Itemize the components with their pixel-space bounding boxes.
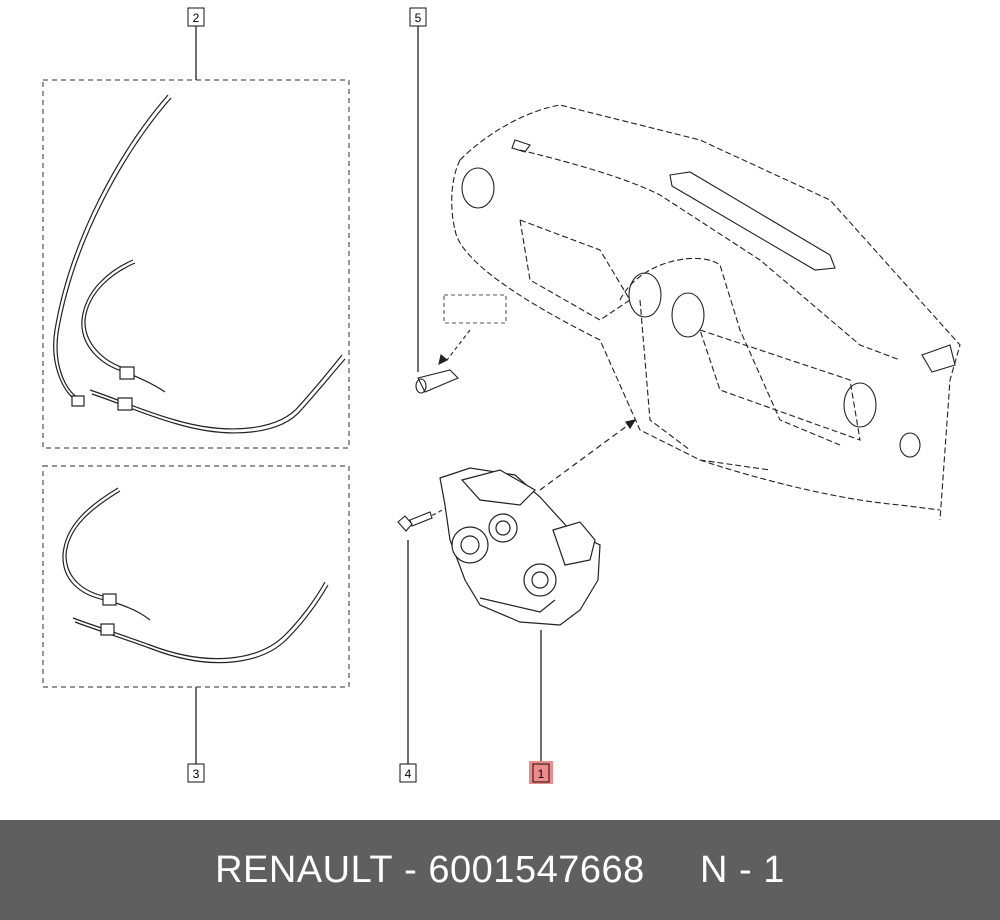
part-number: 6001547668 <box>428 848 645 891</box>
heater-control-panel <box>439 419 637 626</box>
callout-2: 2 <box>187 7 205 27</box>
part-info-footer: RENAULT - 6001547668 N - 1 <box>0 820 1000 920</box>
cable-sweep <box>89 354 343 430</box>
position-code: N - 1 <box>700 848 785 891</box>
callout-3-label: 3 <box>193 767 200 781</box>
leader-lines <box>195 26 542 764</box>
cable-short <box>81 259 166 393</box>
callout-1-highlighted: 1 <box>529 761 553 784</box>
kit-3-dashed-box <box>42 465 350 688</box>
callout-2-label: 2 <box>193 11 200 25</box>
brand-name: RENAULT <box>215 848 394 891</box>
callout-5: 5 <box>409 7 427 27</box>
bulb-part <box>415 294 507 394</box>
gap <box>645 849 700 892</box>
cable-kit-2 <box>42 79 350 449</box>
bulb-dashed-box <box>443 294 507 324</box>
dashboard-assembly <box>451 104 961 521</box>
callout-4: 4 <box>399 763 417 783</box>
callout-1-label: 1 <box>538 767 545 781</box>
kit-2-dashed-box <box>42 79 350 449</box>
screw-part <box>397 506 449 532</box>
parts-diagram: 2 5 3 4 1 <box>42 7 961 784</box>
cable-long <box>53 94 169 403</box>
callout-5-label: 5 <box>415 11 422 25</box>
callout-4-label: 4 <box>405 767 412 781</box>
cable-kit-3 <box>42 465 350 688</box>
callout-3: 3 <box>187 763 205 783</box>
separator: - <box>393 848 429 891</box>
